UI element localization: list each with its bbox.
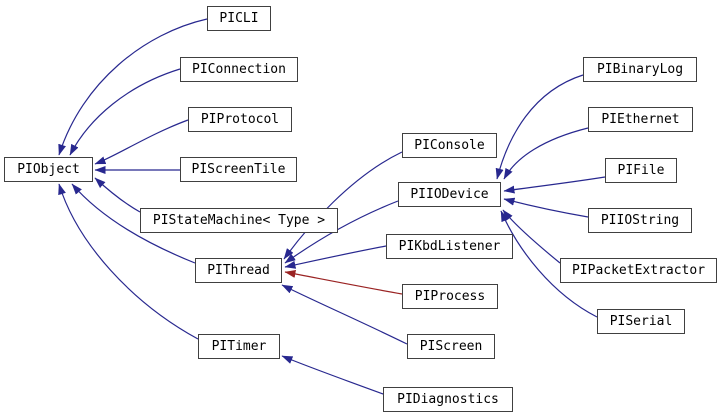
node-piobject[interactable]: PIObject xyxy=(4,157,93,182)
node-piscreen[interactable]: PIScreen xyxy=(407,334,495,359)
edge-piscreen-to-pithread xyxy=(281,284,408,345)
edge-pibinarylog-to-piiodevice xyxy=(495,74,584,180)
node-piconsole[interactable]: PIConsole xyxy=(402,133,497,158)
node-piiodevice[interactable]: PIIODevice xyxy=(398,182,501,207)
edge-pidiagnostics-to-pitimer xyxy=(281,355,384,395)
node-pidiagnostics[interactable]: PIDiagnostics xyxy=(383,387,513,412)
node-pithread[interactable]: PIThread xyxy=(195,258,282,283)
edge-pikbdlistener-to-pithread xyxy=(284,245,387,269)
edge-piconsole-to-pithread xyxy=(283,151,403,260)
node-piconnection[interactable]: PIConnection xyxy=(180,57,298,82)
edge-piethernet-to-piiodevice xyxy=(503,127,589,180)
node-pikbdlistener[interactable]: PIKbdListener xyxy=(386,234,513,259)
edge-pistatemachine-to-piobject xyxy=(94,177,141,213)
edge-pitimer-to-piobject xyxy=(58,183,199,340)
node-piserial[interactable]: PISerial xyxy=(597,309,685,334)
edge-piprocess-to-pithread xyxy=(284,270,403,295)
edge-pithread-to-piobject xyxy=(71,183,196,264)
edge-pifile-to-piiodevice xyxy=(503,176,606,194)
edge-piconnection-to-piobject xyxy=(69,68,181,156)
edge-piserial-to-piiodevice xyxy=(500,210,598,318)
node-piiostring[interactable]: PIIOString xyxy=(588,208,692,233)
node-picli[interactable]: PICLI xyxy=(207,6,271,31)
node-pifile[interactable]: PIFile xyxy=(605,158,677,183)
edge-piprotocol-to-piobject xyxy=(94,119,189,165)
edge-piiostring-to-piiodevice xyxy=(503,197,589,218)
node-pistatemachine[interactable]: PIStateMachine< Type > xyxy=(140,208,338,233)
node-piethernet[interactable]: PIEthernet xyxy=(588,107,693,132)
node-piprotocol[interactable]: PIProtocol xyxy=(188,107,292,132)
edge-picli-to-piobject xyxy=(58,18,208,156)
node-pibinarylog[interactable]: PIBinaryLog xyxy=(583,57,697,82)
node-piprocess[interactable]: PIProcess xyxy=(402,284,498,309)
node-pitimer[interactable]: PITimer xyxy=(198,334,280,359)
node-piscreentile[interactable]: PIScreenTile xyxy=(180,157,297,182)
node-pipacketextractor[interactable]: PIPacketExtractor xyxy=(560,258,717,283)
